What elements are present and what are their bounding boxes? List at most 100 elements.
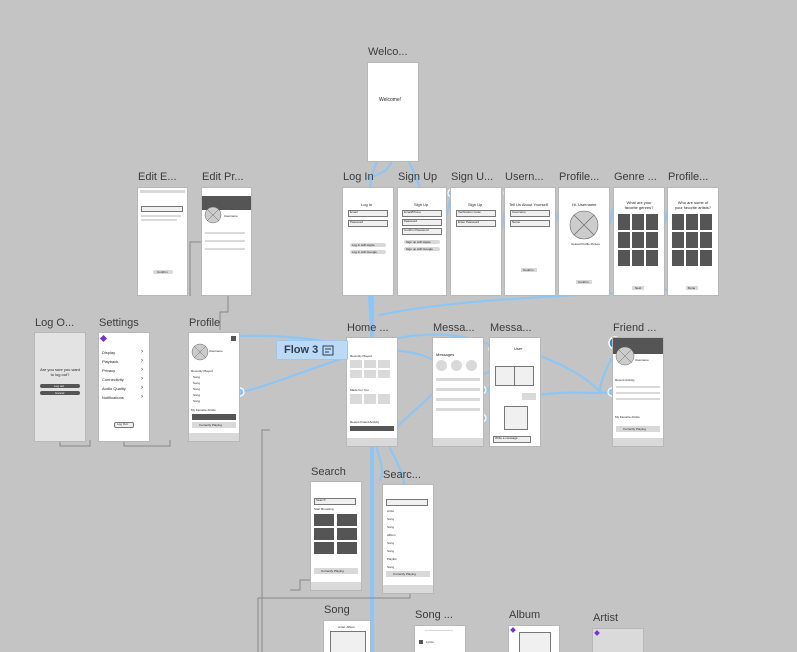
genre-next-button[interactable]: Next [635,286,642,290]
frame-label-log-in[interactable]: Log In [343,171,374,183]
log-in-password-field[interactable]: Password [350,220,364,224]
settings-item-connectivity[interactable]: Connectivity [102,377,124,382]
frame-label-artist[interactable]: Artist [593,612,619,624]
back-arrow-icon[interactable] [594,630,600,636]
frame-home[interactable]: Recently Played Made For You Recent Frie… [347,338,397,446]
frame-edit-email[interactable]: Confirm [138,188,187,295]
settings-item-display[interactable]: Display [102,350,116,355]
avatar-placeholder-icon[interactable] [569,210,599,240]
name-field[interactable]: Name [512,220,521,224]
sign-up-confirm-field[interactable]: Confirm Password [404,228,429,232]
log-in-google-button[interactable]: Log in with Google [352,250,377,254]
frame-username[interactable]: Tell Us About Yourself Username Name Con… [505,188,555,295]
frame-friend[interactable]: Username Recent Activity My Favorite Art… [613,338,663,446]
frame-label-genre[interactable]: Genre ... [614,171,657,183]
frame-artist[interactable] [593,629,643,652]
frame-label-edit-profile[interactable]: Edit Pr... [202,171,244,183]
artists-done-button[interactable]: Done [688,286,696,290]
frame-label-sign-up-2[interactable]: Sign U... [451,171,494,183]
enter-password-field[interactable]: Enter Password [458,220,480,224]
log-out-confirm-button[interactable]: Log out [54,384,65,388]
frame-log-out[interactable]: Are you sure you want to log out? Log ou… [35,333,85,441]
frame-sign-up-2[interactable]: Sign Up Verification Code Enter Password [451,188,501,295]
frame-chat[interactable]: User Write a message... [490,338,540,446]
profile-song-1[interactable]: Song [193,375,201,379]
gear-icon[interactable] [231,336,236,341]
frame-label-friend[interactable]: Friend ... [613,322,657,334]
sign-up-apple-button[interactable]: Sign up with Apple [406,240,431,244]
search-result-2[interactable]: Song [387,517,395,521]
back-arrow-icon[interactable] [99,334,108,343]
search-result-6[interactable]: Song [387,549,395,553]
frame-album[interactable] [509,626,559,652]
profile-setup-confirm-button[interactable]: Confirm [578,280,589,284]
frame-profile[interactable]: Username Recently Played Song Song Song … [189,333,239,441]
verification-code-field[interactable]: Verification Code [458,210,481,214]
frame-label-home[interactable]: Home ... [347,322,389,334]
frame-label-chat[interactable]: Messa... [490,322,532,334]
frame-song-more[interactable]: Lyrics [415,626,465,652]
sign-up-google-button[interactable]: Sign up with Google [406,247,433,251]
frame-label-welcome[interactable]: Welco... [368,46,408,58]
song-lyrics-item[interactable]: Lyrics [426,640,434,644]
username-confirm-button[interactable]: Confirm [523,268,534,272]
frame-settings[interactable]: Display Playback Privacy Connectivity Au… [99,333,149,441]
frame-label-profile[interactable]: Profile [189,317,221,329]
log-in-apple-button[interactable]: Log in with Apple [352,243,375,247]
frame-label-artists[interactable]: Profile... [668,171,709,183]
sign-up-email-field[interactable]: Email/Phone [404,210,422,214]
profile-song-5[interactable]: Song [193,399,201,403]
edit-email-confirm-button[interactable]: Confirm [157,270,168,274]
frame-label-song[interactable]: Song [324,604,350,616]
search-now-playing[interactable]: Currently Playing [321,569,344,573]
profile-song-2[interactable]: Song [193,381,201,385]
avatar-icon[interactable] [191,343,209,361]
settings-log-out-button[interactable]: Log Out [117,422,128,426]
search-input[interactable]: Search [316,498,326,502]
frame-search[interactable]: Search Start Browsing Currently Playing [311,482,361,590]
friend-now-playing[interactable]: Currently Playing [623,427,646,431]
frame-log-in[interactable]: Log In Email Password Log in with Apple … [343,188,393,295]
log-in-email-field[interactable]: Email [350,210,358,214]
frame-edit-profile[interactable]: Username [202,188,251,295]
frame-sign-up[interactable]: Sign Up Email/Phone Password Confirm Pas… [398,188,446,295]
avatar-icon[interactable] [204,206,222,224]
settings-item-playback[interactable]: Playback [102,359,119,364]
frame-label-messages[interactable]: Messa... [433,322,475,334]
frame-label-album[interactable]: Album [509,609,541,621]
frame-welcome[interactable]: Welcome! [368,63,418,161]
settings-item-audio-quality[interactable]: Audio Quality [102,386,126,391]
chat-message-input[interactable]: Write a message... [495,436,520,440]
settings-item-privacy[interactable]: Privacy [102,368,116,373]
frame-label-log-out[interactable]: Log O... [35,317,75,329]
frame-search-results[interactable]: Artist Song Song Album Song Song Playlis… [383,485,433,593]
settings-item-notifications[interactable]: Notifications [102,395,124,400]
frame-label-settings[interactable]: Settings [99,317,139,329]
frame-label-edit-email[interactable]: Edit E... [138,171,177,183]
frame-song[interactable]: Artist, Album [324,621,370,652]
frame-label-sign-up[interactable]: Sign Up [398,171,438,183]
avatar-icon[interactable] [615,346,635,366]
sign-up-password-field[interactable]: Password [404,219,418,223]
username-field[interactable]: Username [512,210,526,214]
search-result-8[interactable]: Song [387,565,395,569]
search-result-3[interactable]: Song [387,525,395,529]
frame-label-search[interactable]: Search [311,466,346,478]
search-results-now-playing[interactable]: Currently Playing [393,572,416,576]
profile-song-3[interactable]: Song [193,387,201,391]
profile-song-4[interactable]: Song [193,393,201,397]
profile-now-playing[interactable]: Currently Playing [199,423,222,427]
search-result-7[interactable]: Playlist [387,557,397,561]
frame-label-search-results[interactable]: Searc... [383,469,421,481]
frame-genre[interactable]: What are your favorite genres? Next [614,188,664,295]
flow-badge[interactable]: Flow 3 [276,340,348,360]
frame-profile-setup[interactable]: Hi, Username Upload Profile Picture Conf… [559,188,609,295]
search-result-1[interactable]: Artist [387,509,394,513]
frame-label-username[interactable]: Usern... [505,171,544,183]
frame-artists[interactable]: Who are some of your favorite artists? D… [668,188,718,295]
search-result-4[interactable]: Album [387,533,396,537]
frame-label-profile-setup[interactable]: Profile... [559,171,600,183]
search-result-5[interactable]: Song [387,541,395,545]
log-out-cancel-button[interactable]: Cancel [55,391,65,395]
back-arrow-icon[interactable] [510,627,516,633]
